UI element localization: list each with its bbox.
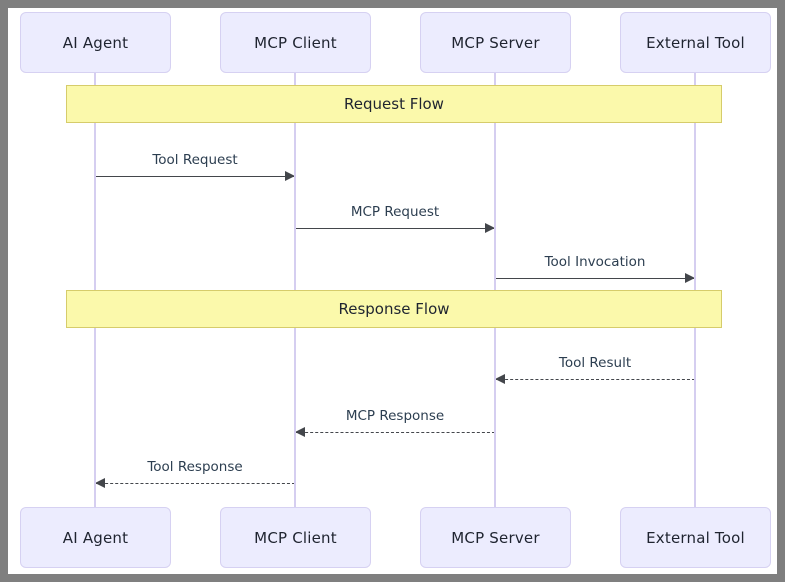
participant-bottom-external-tool[interactable]: External Tool — [620, 507, 771, 568]
message-label-mcp-response: MCP Response — [345, 408, 445, 424]
message-arrowhead-tool-result — [495, 373, 505, 384]
message-line-mcp-response — [295, 432, 495, 433]
section-band-label: Response Flow — [338, 300, 450, 318]
section-band-label: Request Flow — [344, 95, 444, 113]
section-band-response-flow: Response Flow — [66, 290, 722, 328]
participant-label: MCP Client — [254, 528, 337, 547]
message-arrowhead-tool-invocation — [685, 272, 695, 283]
message-label-tool-response: Tool Response — [147, 459, 243, 475]
message-label-tool-request: Tool Request — [152, 152, 238, 168]
message-line-tool-request — [95, 176, 295, 177]
participant-label: External Tool — [646, 528, 745, 547]
participant-top-ai-agent[interactable]: AI Agent — [20, 12, 171, 73]
participant-label: External Tool — [646, 33, 745, 52]
message-line-tool-invocation — [495, 278, 695, 279]
message-line-tool-result — [495, 379, 695, 380]
section-band-request-flow: Request Flow — [66, 85, 722, 123]
participant-label: AI Agent — [62, 33, 129, 52]
message-arrowhead-mcp-request — [485, 222, 495, 233]
participant-bottom-mcp-client[interactable]: MCP Client — [220, 507, 371, 568]
participant-top-mcp-client[interactable]: MCP Client — [220, 12, 371, 73]
message-label-mcp-request: MCP Request — [350, 204, 440, 220]
message-arrowhead-tool-response — [95, 477, 105, 488]
participant-top-external-tool[interactable]: External Tool — [620, 12, 771, 73]
participant-bottom-mcp-server[interactable]: MCP Server — [420, 507, 571, 568]
message-label-tool-result: Tool Result — [558, 355, 632, 371]
participant-label: MCP Server — [451, 33, 540, 52]
message-arrowhead-tool-request — [285, 170, 295, 181]
participant-label: MCP Server — [451, 528, 540, 547]
participant-bottom-ai-agent[interactable]: AI Agent — [20, 507, 171, 568]
message-line-mcp-request — [295, 228, 495, 229]
participant-top-mcp-server[interactable]: MCP Server — [420, 12, 571, 73]
message-arrowhead-mcp-response — [295, 426, 305, 437]
participant-label: AI Agent — [62, 528, 129, 547]
participant-label: MCP Client — [254, 33, 337, 52]
message-line-tool-response — [95, 483, 295, 484]
message-label-tool-invocation: Tool Invocation — [544, 254, 646, 270]
